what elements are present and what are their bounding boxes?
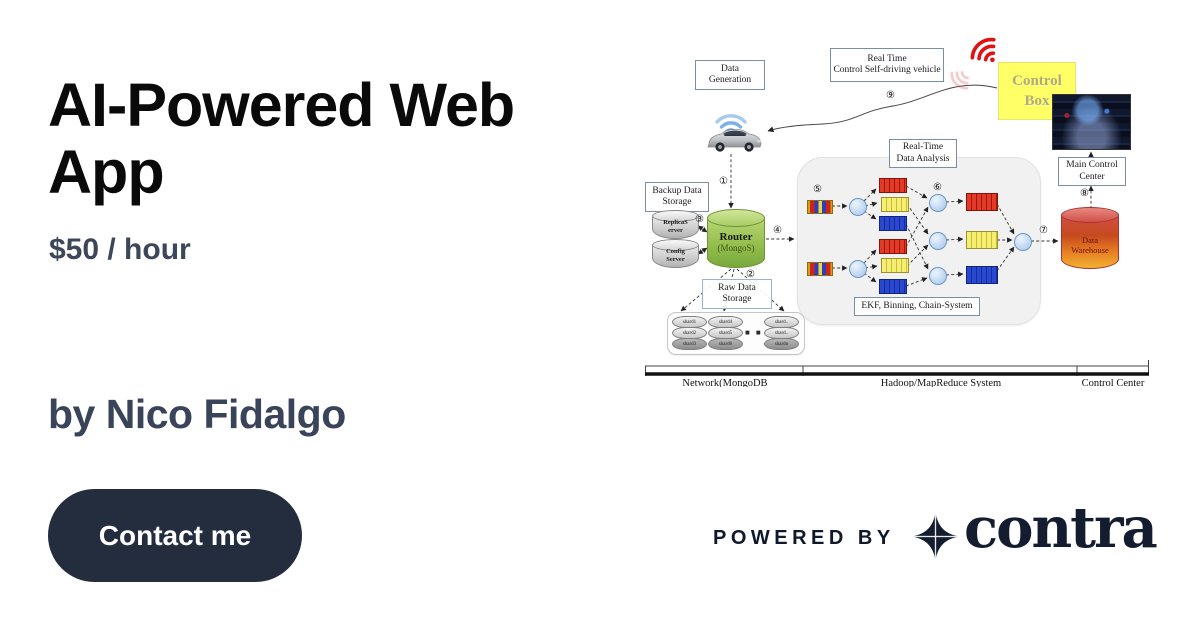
step-3: ③ bbox=[695, 214, 704, 225]
mcc-line1: Main Control bbox=[1066, 160, 1118, 171]
author-byline: by Nico Fidalgo bbox=[48, 391, 346, 437]
map-queue-yellow-1 bbox=[881, 197, 909, 212]
powered-by-label: POWERED BY bbox=[713, 527, 895, 549]
raw-storage-box: Raw Data Storage bbox=[702, 279, 772, 309]
rta-line2: Data Analysis bbox=[896, 153, 950, 164]
data-generation-line1: Data bbox=[721, 63, 739, 74]
contact-me-label: Contact me bbox=[98, 519, 252, 551]
step-5: ⑤ bbox=[813, 184, 822, 195]
main-control-center-box: Main Control Center bbox=[1058, 157, 1126, 186]
shard-label: shard6 bbox=[718, 341, 733, 347]
router-cap bbox=[707, 209, 765, 227]
mapper-node-2 bbox=[849, 260, 867, 278]
replica-cap bbox=[652, 210, 699, 222]
control-box-line2: Box bbox=[1024, 93, 1050, 109]
realtime-analysis-box: Real-Time Data Analysis bbox=[889, 139, 957, 168]
hourly-rate: $50 / hour bbox=[49, 233, 191, 266]
footer-network-label: Network(MongoDB bbox=[682, 378, 768, 387]
contact-me-button[interactable]: Contact me bbox=[48, 489, 302, 582]
architecture-diagram: Data Generation Real Time Control Self-d… bbox=[645, 20, 1155, 387]
replica-line2: erver bbox=[668, 226, 683, 234]
realtime-control-box: Real Time Control Self-driving vehicle bbox=[830, 48, 944, 82]
step-4: ④ bbox=[773, 225, 782, 236]
raw-line2: Storage bbox=[722, 294, 752, 304]
title-line-1: AI-Powered Web bbox=[48, 71, 515, 139]
rta-line1: Real-Time bbox=[902, 142, 944, 153]
diagram-connectors bbox=[645, 84, 1149, 376]
shard-cylinder: shard6 bbox=[708, 338, 743, 350]
raw-line1: Raw Data bbox=[718, 282, 756, 293]
wifi-icon-red-faint bbox=[950, 71, 969, 90]
warehouse-line1: Data bbox=[1081, 235, 1099, 245]
reduce-queue-yellow bbox=[966, 231, 998, 249]
shard-label: shardn bbox=[774, 341, 789, 347]
warehouse-line2: Warehouse bbox=[1071, 245, 1109, 255]
map-queue-yellow-2 bbox=[881, 258, 909, 273]
step-7: ⑦ bbox=[1039, 225, 1048, 236]
control-box-line1: Control bbox=[1012, 72, 1062, 89]
shard-label: shard.. bbox=[774, 330, 789, 336]
config-line1: Config bbox=[666, 247, 685, 255]
contra-star-icon bbox=[912, 513, 959, 560]
map-queue-blue-2 bbox=[879, 279, 907, 294]
shard-label: shard3 bbox=[682, 341, 697, 347]
contra-wordmark: contra bbox=[964, 495, 1158, 561]
shard-label: shard2 bbox=[682, 330, 697, 336]
realtime-control-line2: Control Self-driving vehicle bbox=[833, 65, 941, 75]
replica-server-cylinder: ReplicaS erver bbox=[652, 210, 699, 239]
router-line1: Router bbox=[719, 231, 753, 243]
step-9: ⑨ bbox=[886, 90, 895, 101]
warehouse-cap bbox=[1061, 207, 1119, 223]
reduce-queue-red bbox=[966, 193, 998, 211]
reduce-queue-blue bbox=[966, 266, 998, 284]
merge-node bbox=[1014, 233, 1032, 251]
ekf-label: EKF, Binning, Chain-System bbox=[861, 300, 973, 311]
map-queue-red-1 bbox=[879, 178, 907, 193]
shard-cylinder: shard3 bbox=[672, 338, 707, 350]
shard-label: shard5 bbox=[718, 330, 733, 336]
data-generation-box: Data Generation bbox=[695, 60, 765, 90]
step-8: ⑧ bbox=[1080, 188, 1089, 199]
config-line2: Server bbox=[666, 255, 685, 263]
reducer-node-2 bbox=[929, 232, 947, 250]
footer-control-label: Control Center bbox=[1081, 378, 1145, 387]
wifi-icon-red bbox=[970, 37, 996, 63]
backup-storage-box: Backup Data Storage bbox=[645, 182, 709, 212]
backup-line2: Storage bbox=[662, 197, 692, 207]
data-generation-line2: Generation bbox=[708, 75, 752, 85]
backup-line1: Backup Data bbox=[652, 185, 702, 196]
mapper-node-1 bbox=[849, 198, 867, 216]
router-mongos-cylinder: Router (MongoS) bbox=[707, 209, 765, 268]
config-cap bbox=[652, 239, 699, 251]
footer-hadoop-label: Hadoop/MapReduce System bbox=[880, 378, 1002, 387]
realtime-control-line1: Real Time bbox=[867, 53, 907, 64]
reducer-node-1 bbox=[929, 194, 947, 212]
reducer-node-3 bbox=[929, 267, 947, 285]
mcc-line2: Center bbox=[1079, 171, 1105, 182]
input-queue-1 bbox=[807, 200, 833, 214]
shard-ellipsis: ■ ■ ■ bbox=[745, 328, 774, 337]
map-queue-red-2 bbox=[879, 239, 907, 254]
data-warehouse-cylinder: Data Warehouse bbox=[1061, 207, 1119, 269]
shard-label: shard1 bbox=[682, 319, 697, 325]
input-queue-2 bbox=[807, 262, 833, 276]
config-server-cylinder: Config Server bbox=[652, 239, 699, 268]
shard-cylinder: shardn bbox=[764, 338, 799, 350]
replica-line1: ReplicaS bbox=[663, 218, 688, 226]
map-queue-blue-1 bbox=[879, 216, 907, 231]
router-line2: (MongoS) bbox=[717, 243, 755, 253]
title-line-2: App bbox=[48, 138, 165, 206]
step-1: ① bbox=[719, 176, 728, 187]
step-2: ② bbox=[746, 269, 755, 280]
shard-label: shard4 bbox=[718, 319, 733, 325]
ekf-box: EKF, Binning, Chain-System bbox=[854, 297, 980, 316]
self-driving-car-icon bbox=[707, 129, 762, 152]
step-6: ⑥ bbox=[933, 182, 942, 193]
page-title: AI-Powered Web App bbox=[48, 72, 608, 206]
control-room-photo bbox=[1052, 94, 1131, 150]
shard-label: shard.. bbox=[774, 319, 789, 325]
